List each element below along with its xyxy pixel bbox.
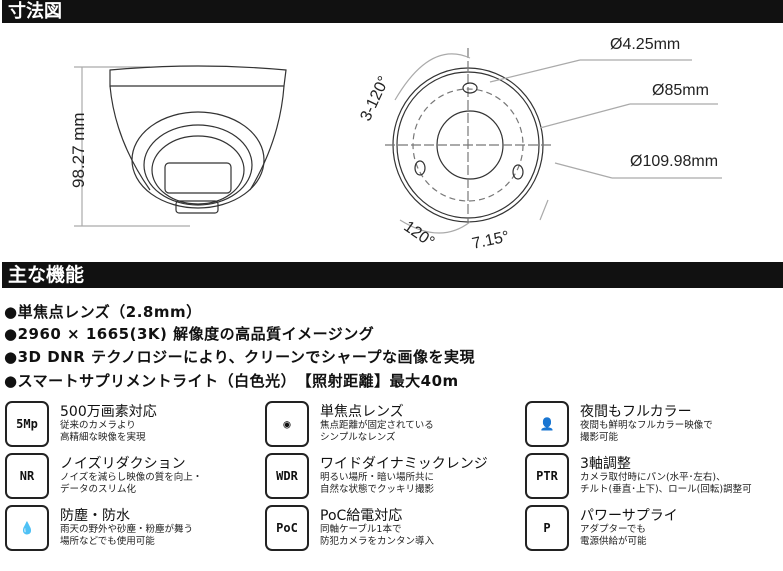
ptr-icon: PTR <box>525 453 569 499</box>
feature-bullet: ●3D DNR テクノロジーにより、クリーンでシャープな画像を実現 <box>4 348 476 366</box>
feature-description: アダプターでも 電源供給が可能 <box>580 524 647 547</box>
camera-side-view <box>74 65 287 227</box>
feature-description: 夜間も鮮明なフルカラー映像で 撮影可能 <box>580 420 713 443</box>
feature-item: PoC PoC給電対応 同軸ケーブル1本で 防犯カメラをカンタン導入 <box>265 505 523 553</box>
feature-item: 👤 夜間もフルカラー 夜間も鮮明なフルカラー映像で 撮影可能 <box>525 401 783 449</box>
feature-description: 雨天の野外や砂塵・粉塵が舞う 場所などでも使用可能 <box>60 524 194 547</box>
feature-description: ノイズを減らし映像の質を向上・ データのスリム化 <box>60 472 203 495</box>
mount-diameter-label: Ø85mm <box>652 82 709 99</box>
feature-title: 3軸調整 <box>580 456 631 472</box>
section-header-dimensions: 寸法図 <box>2 0 783 23</box>
feature-title: PoC給電対応 <box>320 508 403 524</box>
camera-base-view <box>385 48 722 234</box>
night-color-icon: 👤 <box>525 401 569 447</box>
feature-bullet: ●単焦点レンズ（2.8mm） <box>4 303 202 321</box>
feature-description: 従来のカメラより 高精細な映像を実現 <box>60 420 146 443</box>
feature-title: 防塵・防水 <box>60 508 130 524</box>
noise-reduction-icon: NR <box>5 453 49 499</box>
feature-item: 5Mp 500万画素対応 従来のカメラより 高精細な映像を実現 <box>5 401 263 449</box>
feature-description: カメラ取付時にパン(水平･左右)、 チルト(垂直･上下)、ロール(回転)調整可 <box>580 472 752 495</box>
feature-title: 500万画素対応 <box>60 404 157 420</box>
hole-diameter-label: Ø4.25mm <box>610 36 681 53</box>
feature-item: 💧 防塵・防水 雨天の野外や砂塵・粉塵が舞う 場所などでも使用可能 <box>5 505 263 553</box>
section-header-features: 主な機能 <box>2 262 783 288</box>
feature-item: PTR 3軸調整 カメラ取付時にパン(水平･左右)、 チルト(垂直･上下)、ロー… <box>525 453 783 501</box>
feature-description: 同軸ケーブル1本で 防犯カメラをカンタン導入 <box>320 524 435 547</box>
outer-diameter-label: Ø109.98mm <box>630 153 719 170</box>
feature-title: 夜間もフルカラー <box>580 404 692 420</box>
waterproof-icon: 💧 <box>5 505 49 551</box>
feature-item: ◉ 単焦点レンズ 焦点距離が固定されている シンプルなレンズ <box>265 401 523 449</box>
dimension-drawing <box>74 48 722 234</box>
feature-description: 焦点距離が固定されている シンプルなレンズ <box>320 420 434 443</box>
wdr-icon: WDR <box>265 453 309 499</box>
5mp-icon: 5Mp <box>5 401 49 447</box>
feature-title: パワーサプライ <box>580 508 678 524</box>
feature-description: 明るい場所・暗い場所共に 自然な状態でクッキリ撮影 <box>320 472 435 495</box>
feature-item: WDR ワイドダイナミックレンジ 明るい場所・暗い場所共に 自然な状態でクッキリ… <box>265 453 523 501</box>
feature-item: P パワーサプライ アダプターでも 電源供給が可能 <box>525 505 783 553</box>
feature-title: ワイドダイナミックレンジ <box>320 456 488 472</box>
feature-bullet: ●スマートサプリメントライト（白色光） 【照射距離】最大40m <box>4 372 459 390</box>
power-plug-icon: P <box>525 505 569 551</box>
feature-title: 単焦点レンズ <box>320 404 404 420</box>
lens-icon: ◉ <box>265 401 309 447</box>
feature-bullet: ●2960 × 1665(3K) 解像度の高品質イメージング <box>4 325 375 343</box>
height-dimension: 98.27 mm <box>69 112 88 188</box>
poc-icon: PoC <box>265 505 309 551</box>
feature-title: ノイズリダクション <box>60 456 186 472</box>
feature-item: NR ノイズリダクション ノイズを減らし映像の質を向上・ データのスリム化 <box>5 453 263 501</box>
